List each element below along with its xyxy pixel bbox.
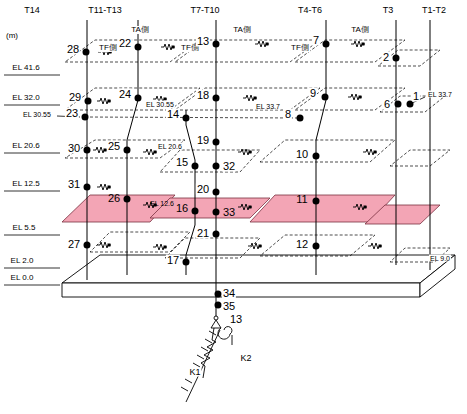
elevation-label: EL 2.0 (10, 257, 35, 265)
callout-number: 30 (67, 143, 81, 154)
callout-number: 22 (118, 38, 132, 49)
spring-label: K2 (239, 354, 252, 363)
callout-number: 19 (196, 135, 210, 146)
side-label: TF側 (98, 44, 118, 52)
column-label: T7-T10 (189, 6, 220, 15)
column-label: T3 (382, 6, 395, 15)
callout-number: 9 (309, 88, 317, 99)
callout-number: 26 (107, 193, 121, 204)
callout-number: 12 (295, 239, 309, 250)
callout-number: 33 (222, 207, 236, 218)
callout-number: 23 (65, 108, 79, 119)
elevation-label: EL 12.6 (149, 200, 175, 207)
side-label: TA側 (232, 26, 252, 34)
column-label: T4-T6 (297, 6, 323, 15)
elevation-label: EL 12.5 (11, 180, 40, 188)
column-label: T1-T2 (421, 6, 447, 15)
callout-number: 13 (196, 36, 210, 47)
callout-number: 6 (383, 99, 391, 110)
callout-number: 16 (175, 203, 189, 214)
callout-number: 27 (67, 239, 81, 250)
callout-number: 25 (107, 141, 121, 152)
elevation-label: EL 20.6 (11, 142, 40, 150)
callout-number: 2 (382, 52, 390, 63)
callout-number: 35 (222, 301, 236, 312)
elevation-label: EL 9.0 (429, 255, 451, 262)
callout-number: 24 (118, 89, 132, 100)
elevation-label: EL 41.6 (11, 64, 40, 72)
callout-number: 11 (295, 194, 308, 205)
elevation-label: EL 30.55 (145, 101, 175, 108)
column-label: T14 (23, 6, 41, 15)
callout-number: 21 (196, 228, 210, 239)
callout-number: 28 (66, 44, 80, 55)
callout-number: 13 (229, 314, 243, 325)
unit-label: (m) (5, 32, 19, 40)
callout-number: 34 (222, 288, 236, 299)
callout-number: 20 (196, 184, 210, 195)
spring-label: K1 (188, 368, 201, 377)
elevation-label: EL 32.0 (11, 94, 40, 102)
elevation-label: EL 33.7 (427, 91, 453, 98)
elevation-label: EL 33.7 (255, 103, 281, 110)
callout-number: 10 (295, 149, 309, 160)
callout-number: 8 (284, 109, 292, 120)
callout-number: 15 (175, 157, 189, 168)
callout-number: 17 (166, 255, 180, 266)
callout-number: 32 (222, 161, 236, 172)
elevation-label: EL 30.55 (22, 111, 52, 118)
callout-number: 14 (166, 109, 180, 120)
callout-number: 18 (196, 90, 210, 101)
side-label: TA側 (350, 26, 370, 34)
elevation-label: EL 20.6 (157, 143, 183, 150)
callout-number: 1 (412, 91, 420, 102)
callout-number: 29 (68, 92, 82, 103)
callout-number: 7 (312, 35, 320, 46)
side-label: TF側 (290, 44, 310, 52)
column-label: T11-T13 (87, 6, 122, 15)
elevation-label: EL 5.5 (12, 224, 37, 232)
elevation-label: EL 0.0 (10, 274, 35, 282)
side-label: TA側 (130, 26, 150, 34)
callout-number: 31 (67, 179, 81, 190)
